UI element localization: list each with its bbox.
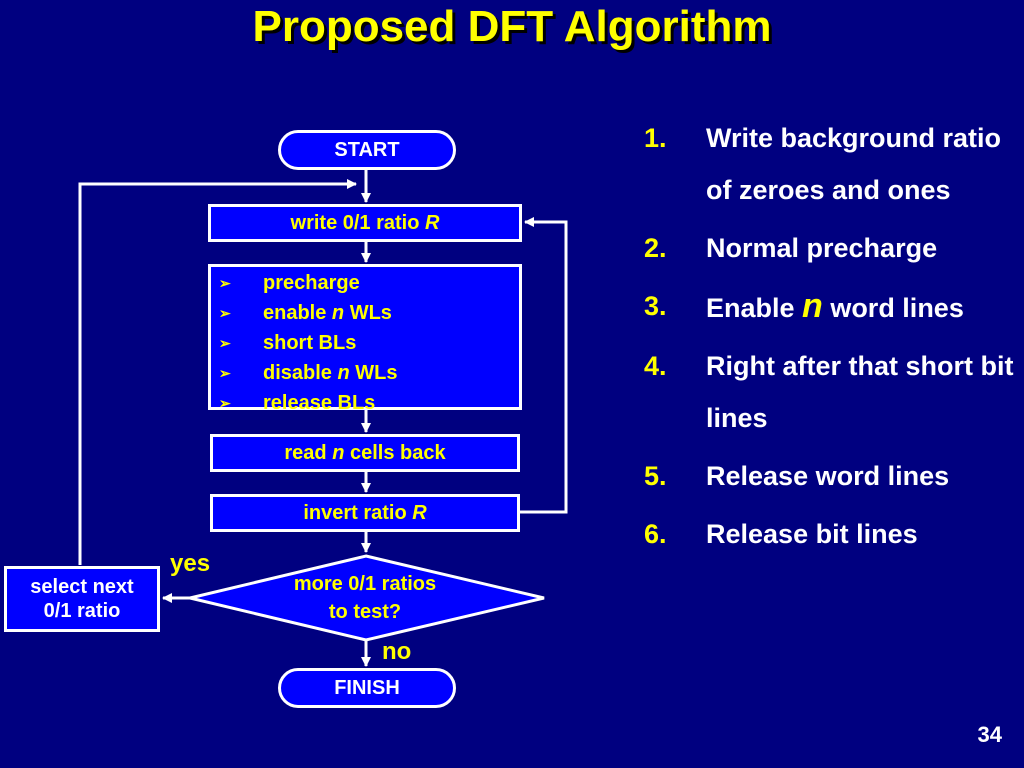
arrow-bullet-icon: ➢ (219, 335, 231, 351)
finish-label: FINISH (334, 677, 400, 699)
yes-label: yes (170, 550, 211, 577)
operation-item: ➢enable n WLs (211, 299, 519, 329)
step-item: 1.Write background ratio of zeroes and o… (644, 123, 1002, 205)
read-cells-box: read n cells back (210, 434, 520, 472)
arrow-bullet-icon: ➢ (219, 365, 231, 381)
operation-item: ➢precharge (211, 269, 519, 299)
decision-question: more 0/1 ratios to test? (293, 573, 437, 623)
step-item: 2.Normal precharge (644, 233, 938, 263)
decision-diamond (189, 554, 545, 642)
operation-item: ➢release BLs (211, 389, 519, 419)
invert-ratio-var: R (412, 502, 427, 524)
select-next-ratio-box: select next 0/1 ratio (4, 566, 160, 632)
finish-terminal: FINISH (278, 668, 456, 708)
step-item: 3.Enable n word lines (644, 287, 964, 325)
read-cells-var: n (332, 442, 345, 464)
steps-list: 1.Write background ratio of zeroes and o… (640, 112, 1024, 566)
write-ratio-label: write 0/1 ratio (290, 212, 426, 234)
write-ratio-var: R (425, 212, 440, 234)
arrow-bullet-icon: ➢ (219, 305, 231, 321)
step-item: 4.Right after that short bit lines (644, 351, 1014, 433)
arrow-bullet-icon: ➢ (219, 395, 231, 411)
loop-select-to-write (78, 179, 357, 565)
write-ratio-box: write 0/1 ratio R (208, 204, 522, 242)
no-label: no (382, 638, 412, 665)
step-item: 5.Release word lines (644, 461, 950, 491)
slide-title: Proposed DFT Algorithm (252, 2, 772, 51)
invert-ratio-box: invert ratio R (210, 494, 520, 532)
loop-invert-to-write (520, 217, 568, 514)
page-number: 34 (977, 722, 1002, 747)
operation-item: ➢short BLs (211, 329, 519, 359)
step-item: 6.Release bit lines (644, 519, 918, 549)
start-terminal: START (278, 130, 456, 170)
start-label: START (334, 139, 400, 161)
operation-item: ➢disable n WLs (211, 359, 519, 389)
arrow-bullet-icon: ➢ (219, 275, 231, 291)
operations-list: ➢precharge ➢enable n WLs ➢short BLs ➢dis… (208, 264, 522, 414)
